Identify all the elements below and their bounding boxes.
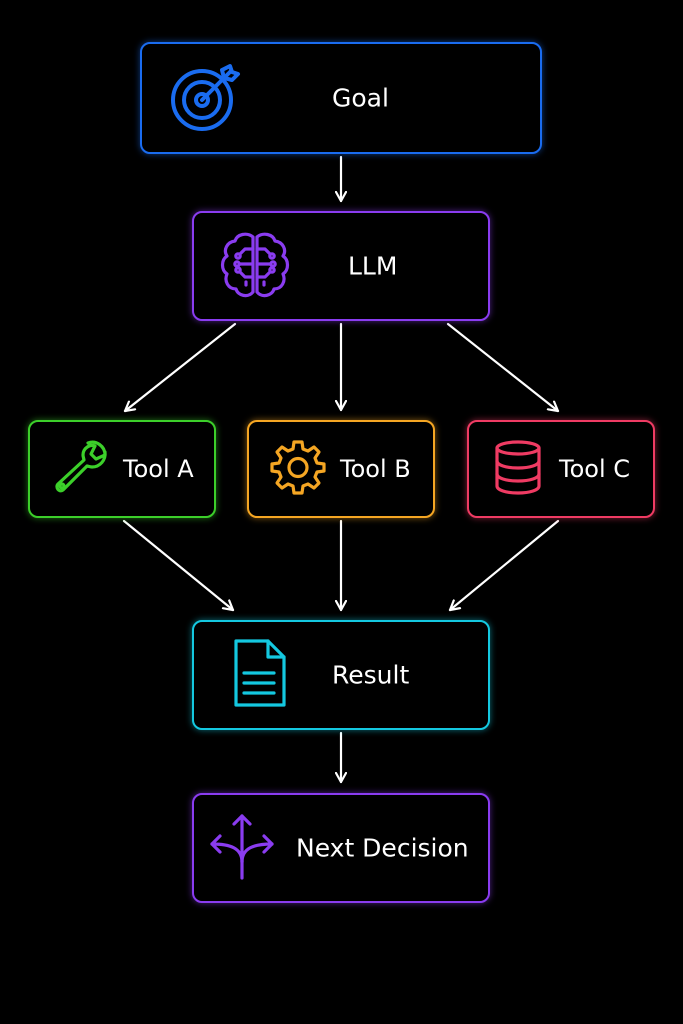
- llm-label: LLM: [348, 251, 398, 281]
- next-decision-label: Next Decision: [296, 833, 469, 863]
- goal-node: Goal: [140, 42, 542, 154]
- edge-llm-tool-c: [446, 322, 560, 413]
- result-label: Result: [332, 660, 410, 690]
- llm-node: LLM: [192, 211, 490, 321]
- document-icon: [230, 637, 290, 713]
- database-icon: [493, 439, 543, 499]
- edge-tool-c-result: [448, 519, 560, 612]
- result-node: Result: [192, 620, 490, 730]
- goal-label: Goal: [332, 83, 389, 113]
- wrench-icon: [50, 437, 110, 501]
- tool-c-node: Tool C: [467, 420, 655, 518]
- tool-b-node: Tool B: [247, 420, 435, 518]
- split-arrows-icon: [206, 810, 278, 886]
- gear-icon: [269, 438, 327, 500]
- edge-llm-tool-a: [123, 322, 237, 413]
- next-decision-node: Next Decision: [192, 793, 490, 903]
- target-icon: [170, 60, 242, 136]
- tool-b-label: Tool B: [340, 455, 411, 483]
- tool-c-label: Tool C: [559, 455, 631, 483]
- edge-tool-a-result: [122, 519, 235, 612]
- tool-a-node: Tool A: [28, 420, 216, 518]
- tool-a-label: Tool A: [123, 455, 194, 483]
- brain-icon: [218, 227, 292, 305]
